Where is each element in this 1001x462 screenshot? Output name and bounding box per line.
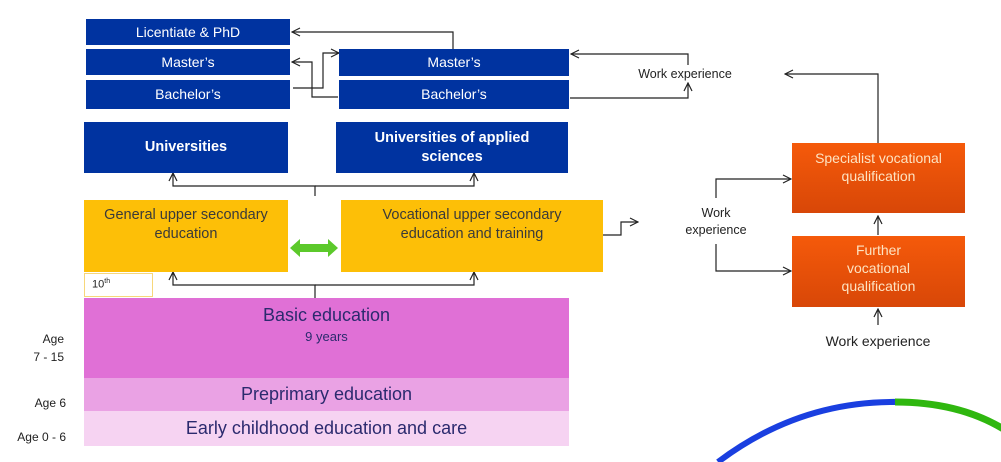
arrow-basic-to-vocational [315, 272, 474, 286]
specialist-vocational-label: Specialist vocational qualification [815, 150, 942, 185]
arrow-work-exp-to-specialist [715, 179, 791, 198]
university-bachelors-box: Bachelor’s [86, 80, 290, 109]
early-childhood-label: Early childhood education and care [185, 417, 468, 438]
preprimary-box: Preprimary education [84, 378, 569, 411]
uas-bachelors-label: Bachelor’s [421, 86, 487, 103]
arrow-vocational-to-work [603, 222, 638, 236]
swoosh-decoration-green [894, 398, 1001, 432]
licentiate-phd-label: Licentiate & PhD [135, 23, 241, 40]
university-bachelors-label: Bachelor’s [155, 86, 221, 103]
arrow-work-exp-to-uas-masters [571, 54, 689, 65]
general-upper-secondary-label: General upper secondary education [104, 207, 268, 242]
arrow-uas-bachelors-to-work-exp [570, 83, 688, 99]
basic-education-duration: 9 years [305, 329, 348, 345]
university-masters-label: Master’s [161, 53, 215, 70]
age-basic-line1: Age [42, 332, 64, 346]
universities-box: Universities [84, 122, 288, 173]
work-experience-middle-line2: experience [685, 222, 747, 237]
tenth-grade-suffix: th [104, 278, 111, 285]
swoosh-decoration-blue [716, 398, 901, 462]
uas-label: Universities of applied sciences [374, 129, 530, 165]
arrow-upper-sec-to-universities [173, 173, 316, 196]
universities-label: Universities [144, 139, 228, 156]
uas-box: Universities of applied sciences [336, 122, 568, 173]
university-masters-box: Master’s [86, 49, 290, 75]
arrow-specialist-to-work-exp [785, 74, 879, 143]
arrow-upper-sec-to-uas [315, 173, 474, 187]
bidirectional-arrow-icon [290, 239, 338, 257]
tenth-grade-label: 10 [92, 278, 105, 291]
tenth-grade-box: 10th [84, 273, 153, 297]
age-preprimary: Age 6 [34, 396, 66, 410]
early-childhood-box: Early childhood education and care [84, 411, 569, 446]
uas-masters-label: Master’s [427, 54, 481, 71]
arrow-work-exp-to-further [715, 244, 791, 271]
preprimary-label: Preprimary education [240, 383, 413, 404]
work-experience-bottom: Work experience [825, 333, 931, 349]
work-experience-middle-line1: Work [701, 206, 731, 220]
work-experience-top: Work experience [638, 67, 732, 81]
vocational-upper-secondary-label: Vocational upper secondary education and… [382, 207, 562, 242]
age-early-childhood: Age 0 - 6 [17, 430, 66, 444]
age-basic-line2: 7 - 15 [33, 350, 64, 364]
uas-masters-box: Master’s [339, 49, 569, 76]
basic-education-label: Basic education [262, 305, 391, 325]
general-upper-secondary-box: General upper secondary education [84, 200, 288, 272]
specialist-vocational-box: Specialist vocational qualification [792, 143, 965, 213]
arrow-uas-bachelors-to-univ-masters [292, 62, 338, 98]
age-basic: Age 7 - 15 [20, 330, 64, 366]
further-vocational-box: Further vocational qualification [792, 236, 965, 307]
work-experience-middle: Work experience [670, 205, 762, 239]
arrow-uas-masters-to-licentiate [292, 32, 454, 49]
vocational-upper-secondary-box: Vocational upper secondary education and… [341, 200, 603, 272]
arrow-basic-to-general [173, 272, 316, 298]
further-vocational-label: Further vocational qualification [841, 242, 916, 295]
licentiate-phd-box: Licentiate & PhD [86, 19, 290, 45]
arrow-univ-bachelors-to-uas-masters [293, 53, 339, 89]
uas-bachelors-box: Bachelor’s [339, 80, 569, 109]
basic-education-box: Basic education 9 years [84, 298, 569, 378]
